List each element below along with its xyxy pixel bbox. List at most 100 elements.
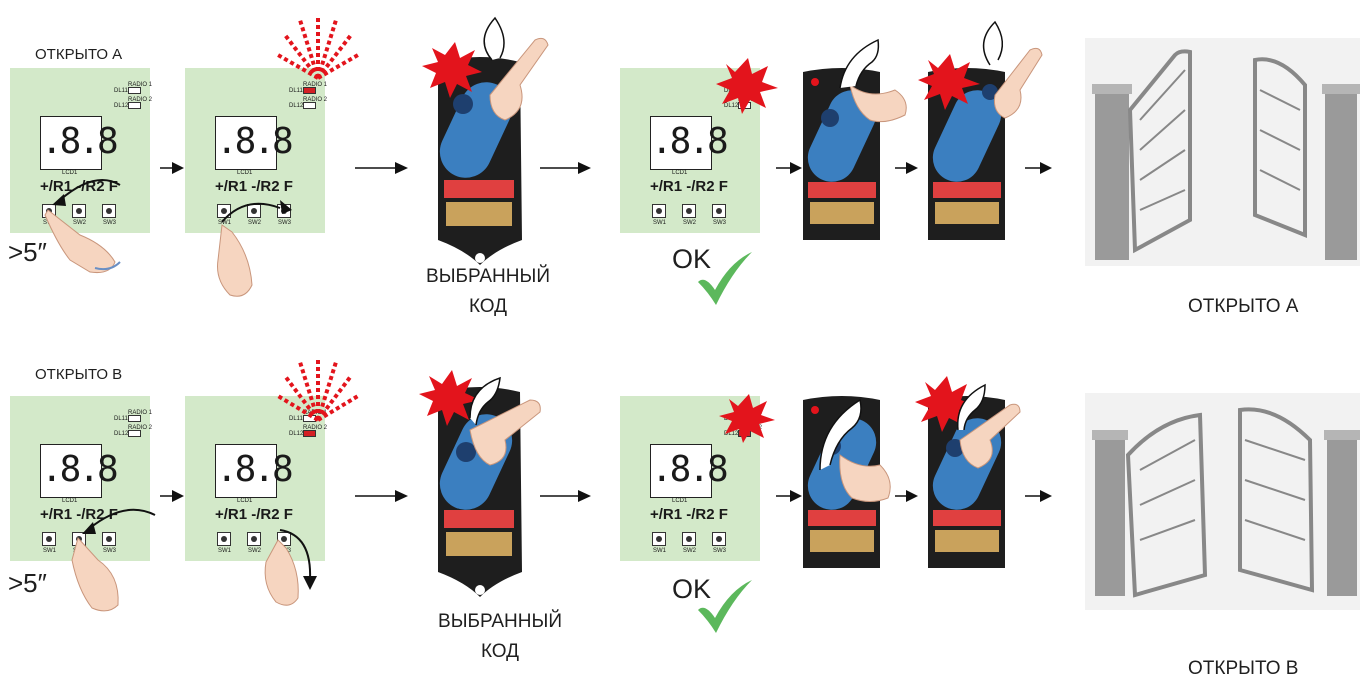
- led1-label: DL11: [289, 88, 303, 94]
- sw3-key[interactable]: [102, 532, 116, 546]
- finger-icon: [264, 539, 299, 606]
- arrow-icon: [540, 162, 591, 174]
- sw3-key[interactable]: [712, 204, 726, 218]
- finger-icon: [469, 376, 541, 466]
- remote-icon: [803, 68, 880, 240]
- led2-label: DL12: [114, 431, 129, 437]
- lcd-label: LCD1: [237, 170, 253, 176]
- sw1-key[interactable]: [652, 532, 666, 546]
- lcd-label: LCD1: [672, 170, 688, 176]
- arrow-icon: [355, 162, 408, 174]
- sw1-key[interactable]: [217, 204, 231, 218]
- led-dl11: [128, 415, 141, 422]
- sw1-label: SW1: [218, 548, 232, 554]
- code-label: ВЫБРАННЫЙ КОД: [415, 607, 585, 667]
- arrow-icon: [160, 162, 184, 174]
- lcd-label: LCD1: [62, 498, 78, 504]
- lcd-display: .8.8: [215, 444, 294, 498]
- arrow-icon: [52, 179, 121, 206]
- sw1-label: SW1: [43, 548, 57, 554]
- radio1-label: RADIO 1: [128, 410, 153, 416]
- led2-label: DL12: [289, 431, 304, 437]
- hold-time: >5″: [8, 568, 47, 598]
- keys-label: +/R1 -/R2 F: [215, 178, 293, 195]
- radio2-label: RADIO 2: [128, 425, 153, 431]
- code-label: ВЫБРАННЫЙ КОД: [403, 262, 573, 322]
- control-board: RADIO 1 DL11 RADIO 2 DL12 .8.8 LCD1 +/R1…: [620, 396, 762, 561]
- keys-label: +/R1 -/R2 F: [650, 506, 728, 523]
- lcd-display: .8.8: [40, 116, 119, 170]
- sw3-label: SW3: [713, 548, 727, 554]
- sw2-key[interactable]: [682, 532, 696, 546]
- arrow-icon: [540, 490, 591, 502]
- finger-icon: [957, 383, 1021, 469]
- finger-icon: [982, 20, 1043, 119]
- control-board: RADIO 1 DL11 RADIO 2 DL12 .8.8 LCD1 +/R1…: [10, 68, 153, 233]
- sw3-label: SW3: [103, 548, 117, 554]
- lcd-label: LCD1: [237, 498, 253, 504]
- sw1-label: SW1: [218, 220, 232, 226]
- keys-label: +/R1 -/R2 F: [650, 178, 728, 195]
- finger-icon: [483, 16, 549, 121]
- sw1-label: SW1: [653, 548, 667, 554]
- lcd-label: LCD1: [672, 498, 688, 504]
- sw2-key[interactable]: [682, 204, 696, 218]
- sw2-key[interactable]: [247, 204, 261, 218]
- sw3-key[interactable]: [712, 532, 726, 546]
- sw2-label: SW2: [248, 220, 262, 226]
- control-board: RADIO 1 DL11 RADIO 2 DL12 .8.8 LCD1 +/R1…: [10, 396, 153, 561]
- finger-icon: [44, 209, 121, 273]
- control-board: RADIO 1 DL11 RADIO 2 DL12 .8.8 LCD1 +/R1…: [620, 68, 762, 233]
- radio2-label: RADIO 2: [303, 97, 328, 103]
- sw3-label: SW3: [278, 220, 292, 226]
- lcd-display: .8.8: [650, 444, 729, 498]
- sw1-key[interactable]: [217, 532, 231, 546]
- sw1-key[interactable]: [652, 204, 666, 218]
- sw3-key[interactable]: [102, 204, 116, 218]
- led2-label: DL12: [724, 431, 739, 437]
- sw1-key[interactable]: [42, 532, 56, 546]
- hold-time: >5″: [8, 237, 47, 267]
- lcd-display: .8.8: [40, 444, 119, 498]
- arrow-icon: [160, 490, 184, 502]
- radio1-label: RADIO 1: [303, 82, 328, 88]
- sw2-label: SW2: [73, 220, 87, 226]
- arrow-icon: [1025, 162, 1052, 174]
- check-icon: [698, 252, 752, 305]
- radio1-label: RADIO 1: [128, 82, 153, 88]
- signal-icon: [277, 15, 359, 80]
- flash-icon: [716, 58, 778, 114]
- gate-icon: [1085, 38, 1360, 266]
- code-label-line1: ВЫБРАННЫЙ: [426, 266, 550, 287]
- arrow-icon: [776, 490, 802, 502]
- code-label-line2: КОД: [480, 641, 520, 662]
- check-icon: [698, 580, 752, 633]
- led2-label: DL12: [114, 103, 129, 109]
- arrow-icon: [895, 162, 918, 174]
- sw3-label: SW3: [713, 220, 727, 226]
- sw2-key[interactable]: [247, 532, 261, 546]
- code-label-line2: КОД: [468, 296, 508, 317]
- code-label-line1: ВЫБРАННЫЙ: [438, 611, 562, 632]
- finger-icon: [819, 398, 891, 502]
- lcd-label: LCD1: [62, 170, 78, 176]
- led-dl12: [303, 430, 316, 437]
- sw2-label: SW2: [248, 548, 262, 554]
- control-board: RADIO 1 DL11 RADIO 2 DL12 .8.8 LCD1 +/R1…: [185, 68, 328, 233]
- led1-label: DL11: [289, 416, 303, 422]
- arrow-icon: [355, 490, 408, 502]
- keys-label: +/R1 -/R2 F: [215, 506, 293, 523]
- led2-label: DL12: [724, 103, 739, 109]
- lcd-display: .8.8: [215, 116, 294, 170]
- flash-icon: [719, 394, 775, 443]
- ok-text: OK: [672, 244, 712, 274]
- sw2-key[interactable]: [72, 204, 86, 218]
- finger-icon: [839, 38, 907, 123]
- arrow-icon: [221, 200, 292, 223]
- flash-icon: [422, 42, 482, 98]
- led-dl12: [128, 102, 141, 109]
- flash-icon: [419, 370, 480, 426]
- control-board: RADIO 1 DL11 RADIO 2 DL12 .8.8 LCD1 +/R1…: [185, 396, 327, 561]
- sw1-label: SW1: [653, 220, 667, 226]
- section-label: ОТКРЫТО A: [35, 46, 123, 63]
